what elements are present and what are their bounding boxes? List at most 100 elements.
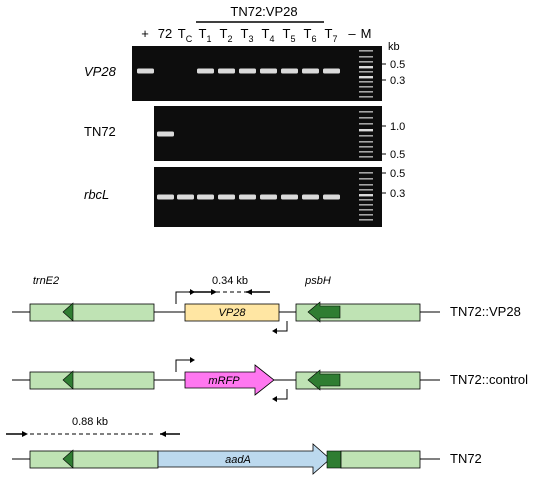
reverse-primer-arrowhead bbox=[160, 431, 166, 437]
marker-tick-label: 0.5 bbox=[390, 149, 405, 161]
band bbox=[157, 194, 174, 200]
marker-band bbox=[359, 86, 373, 88]
terminator-arrowhead bbox=[272, 328, 277, 334]
lane-label: TC bbox=[178, 26, 193, 44]
band bbox=[197, 68, 214, 74]
lane-label: M bbox=[361, 26, 372, 41]
psbh-fragment bbox=[326, 450, 342, 469]
marker-tick-label: 1.0 bbox=[390, 121, 405, 133]
band bbox=[302, 194, 319, 200]
construct-name: TN72::VP28 bbox=[450, 304, 521, 319]
band bbox=[218, 194, 235, 200]
trne2-arrow bbox=[62, 370, 74, 390]
trne2-arrow bbox=[62, 449, 74, 469]
gel-panel-tn72 bbox=[154, 106, 382, 161]
promoter-arrow bbox=[175, 359, 190, 372]
vp28-box bbox=[184, 303, 280, 322]
flank-block-left bbox=[29, 371, 155, 390]
bands-vp28 bbox=[137, 68, 340, 74]
psbh-label: psbH bbox=[304, 275, 331, 287]
band bbox=[239, 68, 256, 74]
band bbox=[157, 131, 174, 137]
marker-tick-label: 0.3 bbox=[390, 188, 405, 200]
marker-band bbox=[359, 214, 373, 216]
marker-band bbox=[359, 146, 373, 148]
kb-label: kb bbox=[388, 41, 400, 53]
band bbox=[197, 194, 214, 200]
map-row-tn72: aadA TN72 0.88 kb bbox=[6, 416, 482, 475]
lane-label: T6 bbox=[304, 26, 317, 44]
plastome-maps: trnE2 psbH VP28 TN72::VP28 0.34 kb bbox=[6, 275, 528, 475]
marker-band bbox=[359, 111, 373, 113]
marker-ladder-vp28 bbox=[359, 50, 373, 98]
marker-band bbox=[359, 194, 373, 197]
marker-band bbox=[359, 76, 373, 79]
map-row-tn72-vp28: VP28 TN72::VP28 0.34 kb bbox=[12, 275, 521, 334]
marker-tick-label: 0.5 bbox=[390, 59, 405, 71]
mrfp-arrow bbox=[184, 364, 275, 396]
marker-band bbox=[359, 184, 373, 186]
band bbox=[323, 194, 340, 200]
trne2-label: trnE2 bbox=[33, 275, 59, 287]
marker-band bbox=[359, 91, 373, 93]
marker-band bbox=[359, 56, 373, 58]
marker-band bbox=[359, 117, 373, 119]
band bbox=[218, 68, 235, 74]
band bbox=[137, 68, 154, 74]
trne2-arrow bbox=[62, 302, 74, 322]
panel-label-rbcl: rbcL bbox=[84, 187, 109, 202]
panel-label-vp28: VP28 bbox=[84, 64, 117, 79]
marker-band bbox=[359, 141, 373, 143]
lane-label: T7 bbox=[325, 26, 338, 44]
bands-rbcl bbox=[157, 194, 340, 200]
terminator-arrowhead bbox=[272, 396, 277, 402]
gel-panel-vp28 bbox=[132, 46, 382, 101]
psbh-arrow bbox=[307, 301, 341, 323]
marker-band bbox=[359, 172, 373, 174]
promoter-arrowhead bbox=[190, 357, 195, 363]
marker-band bbox=[359, 129, 373, 132]
map-row-tn72-control: mRFP TN72::control bbox=[12, 357, 528, 402]
primer-product-size: 0.88 kb bbox=[72, 416, 108, 428]
forward-primer-arrowhead bbox=[211, 289, 217, 295]
marker-band bbox=[359, 96, 373, 98]
marker-band bbox=[359, 151, 373, 153]
reverse-primer-arrowhead bbox=[246, 289, 252, 295]
terminator-mark bbox=[277, 321, 288, 332]
group-label: TN72:VP28 bbox=[230, 4, 297, 19]
lane-label: T4 bbox=[262, 26, 275, 44]
promoter-arrow bbox=[175, 291, 190, 304]
insert-label: mRFP bbox=[208, 375, 240, 387]
lane-label: T3 bbox=[241, 26, 254, 44]
marker-band bbox=[359, 81, 373, 83]
marker-band bbox=[359, 135, 373, 137]
marker-band bbox=[359, 50, 373, 52]
marker-ladder-rbcl bbox=[359, 172, 373, 221]
lane-label: T5 bbox=[283, 26, 296, 44]
bands-tn72 bbox=[157, 131, 174, 137]
psbh-arrow bbox=[307, 369, 341, 391]
marker-tick-label: 0.5 bbox=[390, 168, 405, 180]
marker-band bbox=[359, 204, 373, 206]
marker-tick-label: 0.3 bbox=[390, 75, 405, 87]
band bbox=[281, 194, 298, 200]
band bbox=[302, 68, 319, 74]
lane-label: T1 bbox=[199, 26, 212, 44]
forward-primer-arrowhead bbox=[22, 431, 28, 437]
marker-ladder-tn72 bbox=[359, 111, 373, 158]
band bbox=[281, 68, 298, 74]
band bbox=[239, 194, 256, 200]
band bbox=[260, 68, 277, 74]
marker-band bbox=[359, 189, 373, 191]
lane-label: T2 bbox=[220, 26, 233, 44]
marker-band bbox=[359, 66, 373, 69]
lane-label: 72 bbox=[158, 26, 172, 41]
marker-band bbox=[359, 178, 373, 180]
construct-name: TN72 bbox=[450, 451, 482, 466]
marker-band bbox=[359, 61, 373, 63]
marker-band bbox=[359, 71, 373, 73]
lane-label: + bbox=[141, 26, 149, 41]
panel-label-tn72: TN72 bbox=[84, 124, 116, 139]
